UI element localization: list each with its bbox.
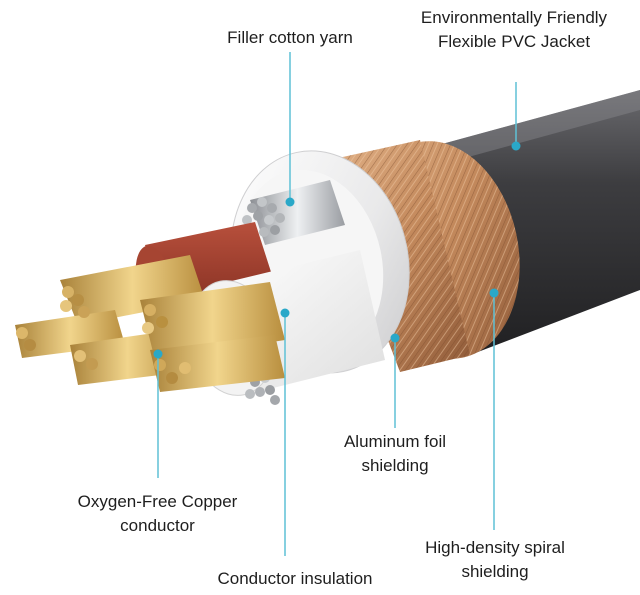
- dot-filler: [285, 197, 295, 207]
- label-line: Flexible PVC Jacket: [437, 32, 591, 51]
- label-pvc-jacket: Environmentally Friendly Flexible PVC Ja…: [398, 6, 630, 54]
- label-spiral-shielding: High-density spiral shielding: [400, 536, 590, 584]
- dot-spiral: [489, 288, 499, 298]
- label-conductor-insulation: Conductor insulation: [195, 567, 395, 591]
- dot-jacket: [511, 141, 521, 151]
- label-line: shielding: [361, 456, 429, 475]
- label-line: High-density spiral: [425, 538, 565, 557]
- label-copper-conductor: Oxygen-Free Copper conductor: [55, 490, 260, 538]
- dot-foil: [390, 333, 400, 343]
- label-line: Filler cotton yarn: [227, 28, 353, 47]
- copper-conductors: [15, 255, 285, 392]
- label-line: shielding: [461, 562, 529, 581]
- label-line: Oxygen-Free Copper: [77, 492, 238, 511]
- leader-lines: [153, 52, 521, 556]
- label-filler-cotton-yarn: Filler cotton yarn: [195, 26, 385, 50]
- dot-conductor: [153, 349, 163, 359]
- filler-strands: [242, 180, 345, 245]
- label-line: Aluminum foil: [343, 432, 447, 451]
- label-line: Conductor insulation: [217, 569, 373, 588]
- label-line: Environmentally Friendly: [420, 8, 608, 27]
- dot-insulation: [280, 308, 290, 318]
- label-aluminum-foil: Aluminum foil shielding: [325, 430, 465, 478]
- label-line: conductor: [120, 516, 195, 535]
